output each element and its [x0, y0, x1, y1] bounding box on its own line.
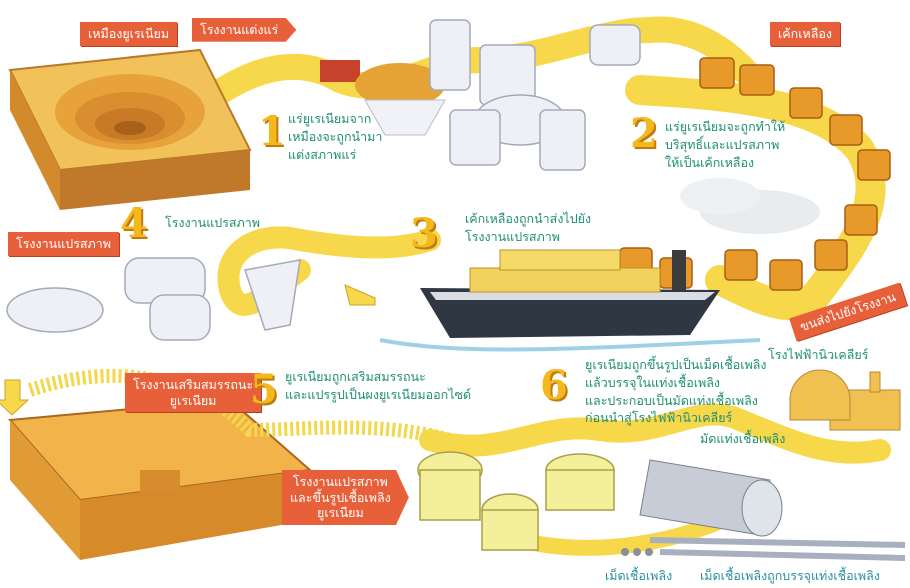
step-2-caption: แร่ยูเรเนียมจะถูกทำให้ บริสุทธิ์และแปรสภ…	[665, 118, 785, 171]
step-5-line-1: ยูเรเนียมถูกเสริมสมรรถนะ	[285, 368, 471, 386]
step-1-line-2: เหมืองจะถูกนำมา	[288, 128, 382, 146]
sign-conversion-plant: โรงงานแปรสภาพ	[8, 232, 119, 256]
sign-enrichment-line-1: โรงงานเสริมสมรรถนะ	[133, 377, 253, 392]
label-fuel-bundle: มัดแท่งเชื้อเพลิง	[700, 430, 785, 448]
step-4-caption: โรงงานแปรสภาพ	[165, 214, 260, 232]
label-fuel-pellet: เม็ดเชื้อเพลิง	[605, 567, 672, 585]
sign-fuel-fab-line-3: ยูเรเนียม	[317, 505, 364, 520]
step-number-6: 6	[540, 362, 568, 409]
sign-fuel-fab-line-1: โรงงานแปรสภาพ	[293, 474, 388, 489]
step-1-caption: แร่ยูเรเนียมจาก เหมืองจะถูกนำมา แต่งสภาพ…	[288, 110, 382, 163]
step-1-line-3: แต่งสภาพแร่	[288, 146, 382, 164]
step-2-line-3: ให้เป็นเค้กเหลือง	[665, 154, 785, 172]
step-2-line-1: แร่ยูเรเนียมจะถูกทำให้	[665, 118, 785, 136]
step-number-3: 3	[410, 210, 438, 257]
step-6-line-4: ก่อนนำสู่โรงไฟฟ้านิวเคลียร์	[585, 409, 767, 427]
fuel-bundle-illustration	[640, 460, 782, 536]
step-6-line-1: ยูเรเนียมถูกขึ้นรูปเป็นเม็ดเชื้อเพลิง	[585, 356, 767, 374]
step-number-5: 5	[250, 366, 278, 413]
conversion-plant-machinery	[7, 258, 300, 340]
fuel-rods	[650, 540, 905, 558]
sign-enrichment-line-2: ยูเรเนียม	[170, 393, 217, 408]
fuel-fabrication-tanks	[418, 452, 614, 550]
step-number-4: 4	[120, 200, 148, 247]
step-3-line-2: โรงงานแปรสภาพ	[465, 228, 591, 246]
label-nuclear-plant: โรงไฟฟ้านิวเคลียร์	[768, 346, 868, 364]
sign-uranium-mine: เหมืองยูเรเนียม	[80, 22, 177, 46]
step-3-caption: เค้กเหลืองถูกนำส่งไปยัง โรงงานแปรสภาพ	[465, 210, 591, 246]
sign-fuel-fab-line-2: และขึ้นรูปเชื้อเพลิง	[290, 490, 391, 505]
uranium-mine-illustration	[10, 50, 250, 210]
sign-enrichment-plant: โรงงานเสริมสมรรถนะ ยูเรเนียม	[125, 373, 261, 412]
step-5-caption: ยูเรเนียมถูกเสริมสมรรถนะ และแปรรูปเป็นผง…	[285, 368, 471, 404]
sign-ore-mill: โรงงานแต่งแร่	[192, 18, 296, 42]
fuel-pellets	[621, 548, 653, 556]
step-2-line-2: บริสุทธิ์และแปรสภาพ	[665, 136, 785, 154]
step-6-line-2: แล้วบรรจุในแท่งเชื้อเพลิง	[585, 374, 767, 392]
step-6-line-3: และประกอบเป็นมัดแท่งเชื้อเพลิง	[585, 392, 767, 410]
step-number-2: 2	[630, 110, 658, 157]
step-5-line-2: และแปรรูปเป็นผงยูเรเนียมออกไซด์	[285, 386, 471, 404]
sign-yellowcake: เค้กเหลือง	[770, 22, 840, 46]
step-number-1: 1	[258, 108, 286, 155]
step-6-caption: ยูเรเนียมถูกขึ้นรูปเป็นเม็ดเชื้อเพลิง แล…	[585, 356, 767, 427]
label-pellet-in-rod: เม็ดเชื้อเพลิงถูกบรรจุแท่งเชื้อเพลิง	[700, 567, 880, 585]
step-3-line-1: เค้กเหลืองถูกนำส่งไปยัง	[465, 210, 591, 228]
step-1-line-1: แร่ยูเรเนียมจาก	[288, 110, 382, 128]
step-4-line-1: โรงงานแปรสภาพ	[165, 214, 260, 232]
sign-fuel-fabrication-plant: โรงงานแปรสภาพ และขึ้นรูปเชื้อเพลิง ยูเรเ…	[282, 470, 409, 525]
enrichment-plant-building	[10, 400, 310, 560]
nuclear-power-plant-illustration	[790, 370, 900, 430]
